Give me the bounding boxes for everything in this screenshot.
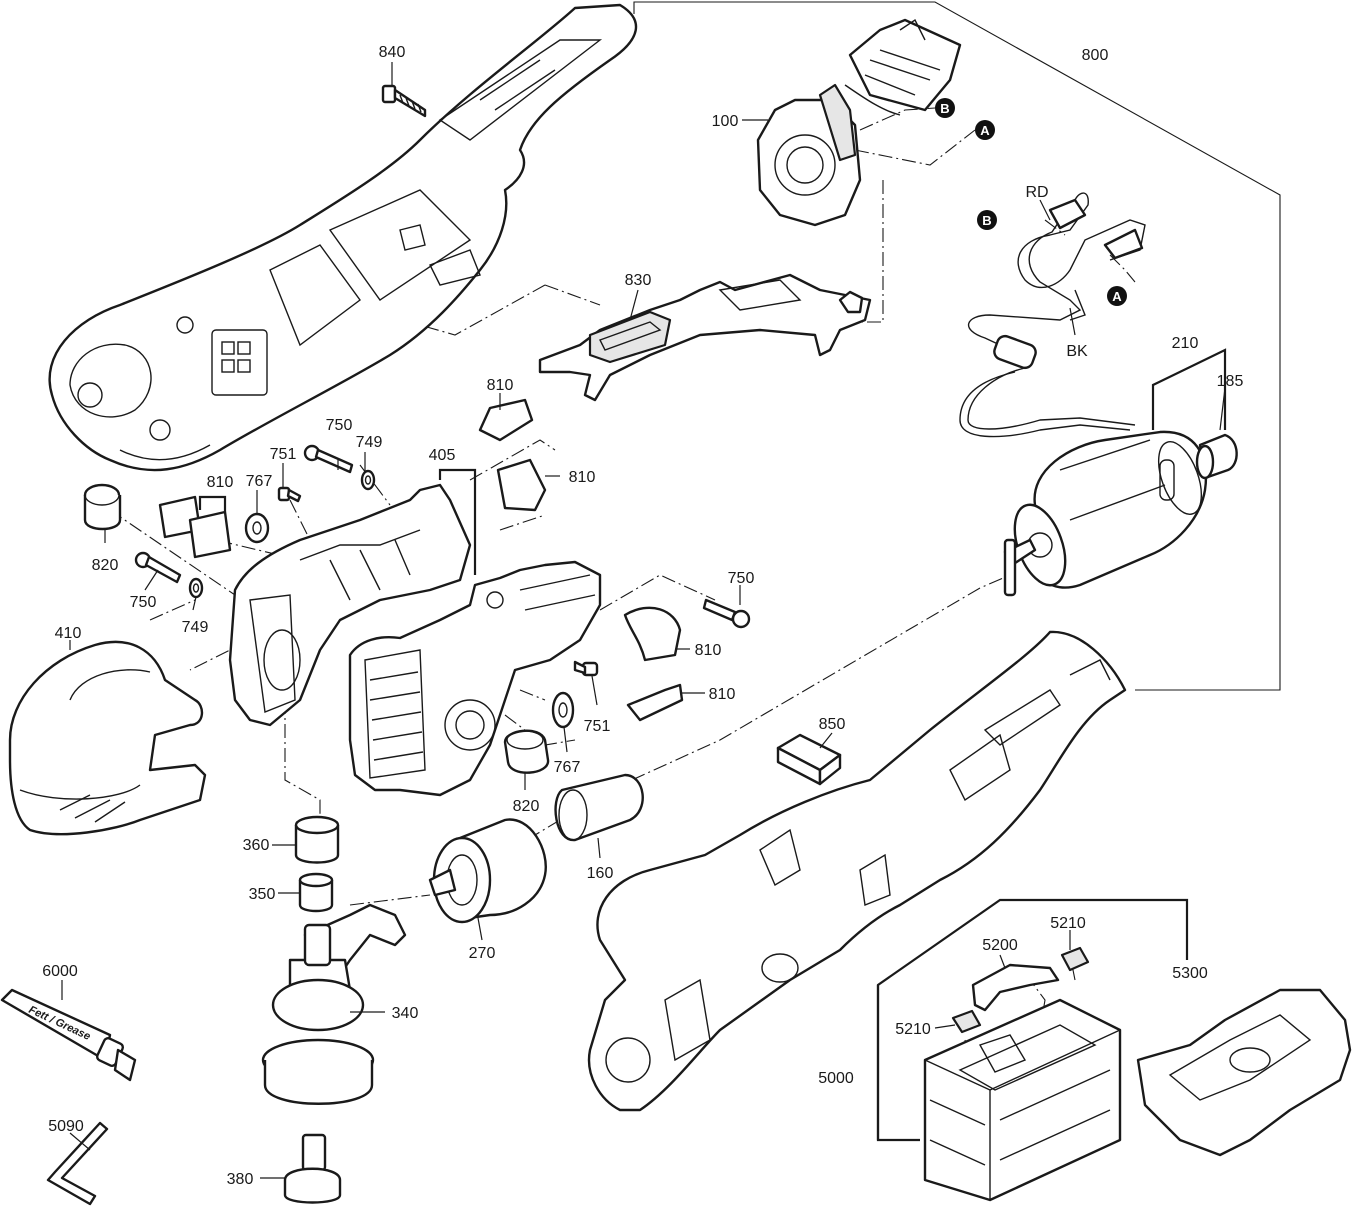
- label-350: 350: [249, 886, 276, 903]
- label-749-top: 749: [356, 434, 383, 451]
- label-5210-left: 5210: [895, 1021, 931, 1038]
- label-830: 830: [625, 272, 652, 289]
- washer-749-left: [188, 577, 204, 599]
- label-bk: BK: [1066, 343, 1088, 360]
- screw-750-left: [134, 551, 182, 584]
- bushing-820-left: [83, 483, 122, 531]
- svg-text:A: A: [1112, 289, 1122, 304]
- label-5000: 5000: [818, 1070, 854, 1087]
- label-210: 210: [1172, 335, 1199, 352]
- label-750-left: 750: [130, 594, 157, 611]
- label-751-right: 751: [584, 718, 611, 735]
- label-840: 840: [379, 44, 406, 61]
- washer-749-top: [360, 469, 376, 491]
- label-810-top: 810: [487, 377, 514, 394]
- screw-751-right: [573, 660, 599, 677]
- label-810-low: 810: [709, 686, 736, 703]
- reference-markers: B A B A: [935, 98, 1127, 306]
- eccentric-270: [428, 818, 547, 924]
- pad-380: [283, 1133, 342, 1204]
- bushing-820-right: [503, 729, 550, 774]
- label-750-top: 750: [326, 417, 353, 434]
- svg-text:B: B: [940, 101, 949, 116]
- label-185: 185: [1217, 373, 1244, 390]
- label-767-right: 767: [554, 759, 581, 776]
- label-810-left: 810: [207, 474, 234, 491]
- marker-b-top: B: [935, 98, 955, 118]
- label-410: 410: [55, 625, 82, 642]
- damper-810-right: [496, 458, 547, 512]
- label-751-top: 751: [270, 446, 297, 463]
- screw-750-top: [303, 444, 354, 474]
- label-rd: RD: [1025, 184, 1048, 201]
- label-750-right: 750: [728, 570, 755, 587]
- electronics-module-100: [756, 18, 962, 227]
- case-5000: [923, 998, 1122, 1202]
- screw-840: [381, 84, 427, 118]
- hex-key-5090: [46, 1121, 109, 1206]
- housing-shell-left: [48, 3, 638, 472]
- marker-b-cable: B: [977, 210, 997, 230]
- part-labels: 840 800 100 RD BK 830 210 185 810 750 74…: [42, 44, 1243, 1188]
- damper-810-mid: [623, 606, 682, 662]
- switch-slider-830: [538, 273, 872, 402]
- spindle-340: [261, 903, 407, 1105]
- svg-text:B: B: [982, 213, 991, 228]
- gear-housing-405: [228, 483, 602, 797]
- bushing-360: [294, 815, 340, 864]
- motor-210: [1003, 430, 1208, 597]
- coupling-160: [554, 773, 644, 842]
- label-767-top: 767: [246, 473, 273, 490]
- label-850: 850: [819, 716, 846, 733]
- label-5210-top: 5210: [1050, 915, 1086, 932]
- housing-shell-right: [587, 630, 1127, 1112]
- label-405: 405: [429, 447, 456, 464]
- brackets: [198, 348, 1227, 1142]
- label-810-mid: 810: [695, 642, 722, 659]
- damper-810-top: [478, 398, 534, 442]
- marker-a-top: A: [975, 120, 995, 140]
- damper-810-left: [158, 495, 232, 559]
- label-270: 270: [469, 945, 496, 962]
- label-100: 100: [712, 113, 739, 130]
- clip-5210-left: [951, 1009, 982, 1034]
- leader-lines: [61, 62, 1226, 1179]
- label-380: 380: [227, 1171, 254, 1188]
- label-820-left: 820: [92, 557, 119, 574]
- label-6000: 6000: [42, 963, 78, 980]
- label-160: 160: [587, 865, 614, 882]
- label-360: 360: [243, 837, 270, 854]
- group-frame-800: [633, 1, 1281, 691]
- front-cap-410: [8, 640, 207, 836]
- handle-5200: [971, 963, 1060, 1012]
- damper-810-low: [626, 683, 684, 722]
- screw-751-top: [277, 486, 302, 503]
- label-820-right: 820: [513, 798, 540, 815]
- marker-a-cable: A: [1107, 286, 1127, 306]
- grease-tube-6000: Fett / Grease: [0, 988, 137, 1082]
- label-749-left: 749: [182, 619, 209, 636]
- screw-750-right: [702, 598, 751, 629]
- washer-767-right: [551, 691, 575, 729]
- label-810-right: 810: [569, 469, 596, 486]
- damper-850: [776, 733, 842, 786]
- bearing-185: [1195, 433, 1238, 480]
- label-5300: 5300: [1172, 965, 1208, 982]
- label-5200: 5200: [982, 937, 1018, 954]
- label-340: 340: [392, 1005, 419, 1022]
- label-800: 800: [1082, 47, 1109, 64]
- svg-text:A: A: [980, 123, 990, 138]
- label-5090: 5090: [48, 1118, 84, 1135]
- clip-5210-top: [1060, 946, 1090, 972]
- cable-harness: [959, 192, 1146, 438]
- washer-767-top: [244, 512, 270, 544]
- insert-tray-5300: [1136, 988, 1352, 1157]
- bushing-350: [298, 872, 334, 913]
